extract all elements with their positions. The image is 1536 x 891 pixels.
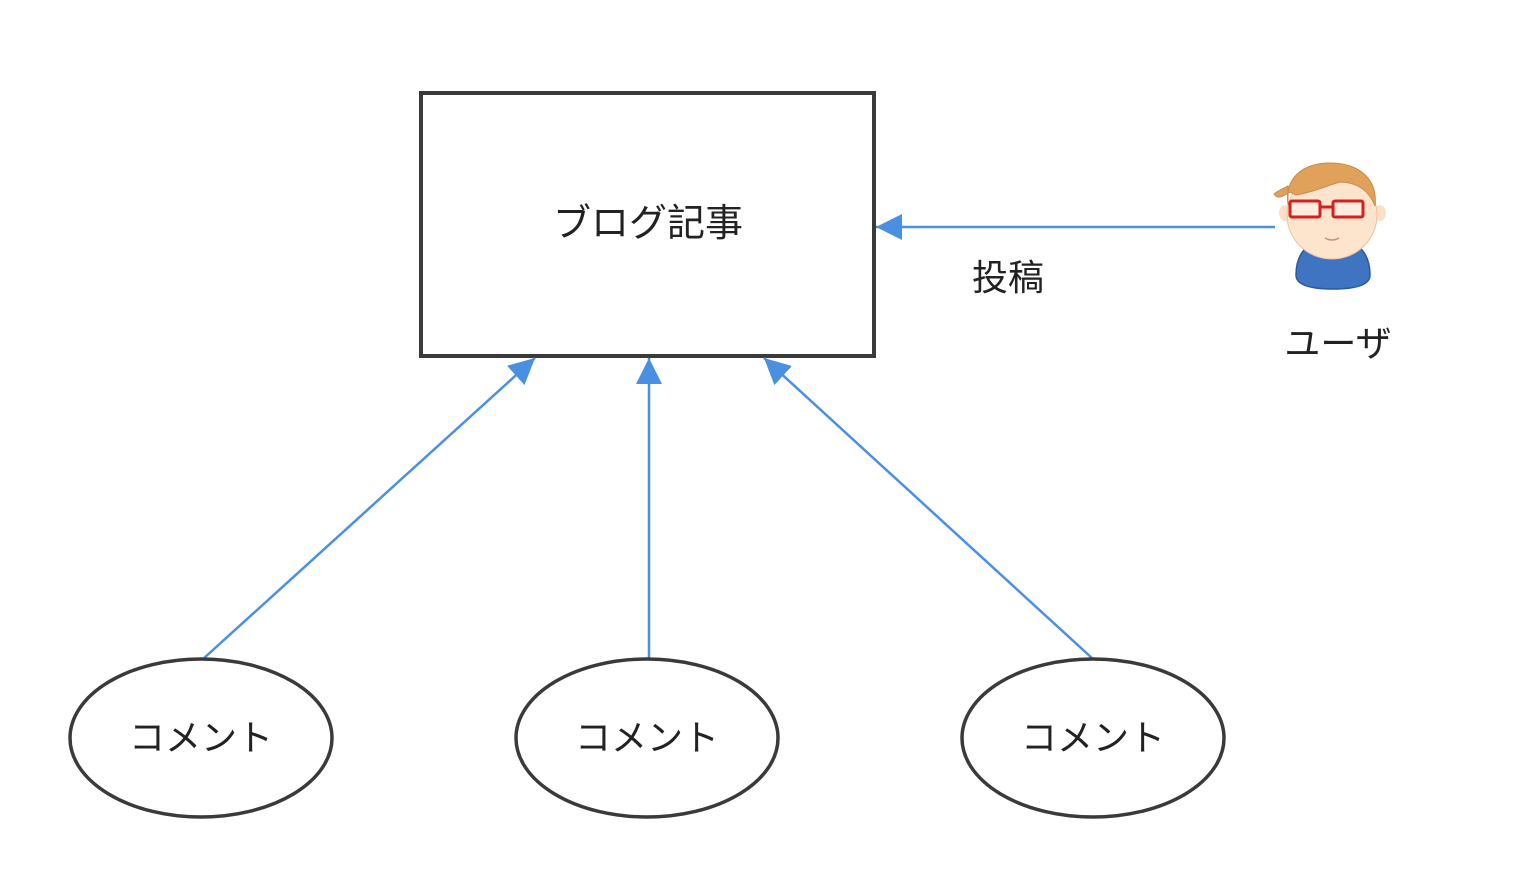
- comment-arrow-left: [202, 357, 536, 660]
- blog-article-node[interactable]: ブログ記事: [419, 91, 876, 358]
- person-with-glasses-icon[interactable]: [1273, 162, 1386, 290]
- blog-article-label: ブログ記事: [553, 201, 743, 245]
- user-label: ユーザ: [1284, 324, 1391, 365]
- post-label: 投稿: [972, 258, 1044, 299]
- comment-label-left: コメント: [129, 718, 273, 759]
- comment-arrow-right: [763, 357, 1094, 660]
- comment-label-right: コメント: [1021, 718, 1165, 759]
- comment-node-center[interactable]: コメント: [514, 657, 780, 819]
- comment-label-center: コメント: [575, 718, 719, 759]
- comment-node-left[interactable]: コメント: [68, 657, 334, 819]
- comment-node-right[interactable]: コメント: [960, 657, 1226, 819]
